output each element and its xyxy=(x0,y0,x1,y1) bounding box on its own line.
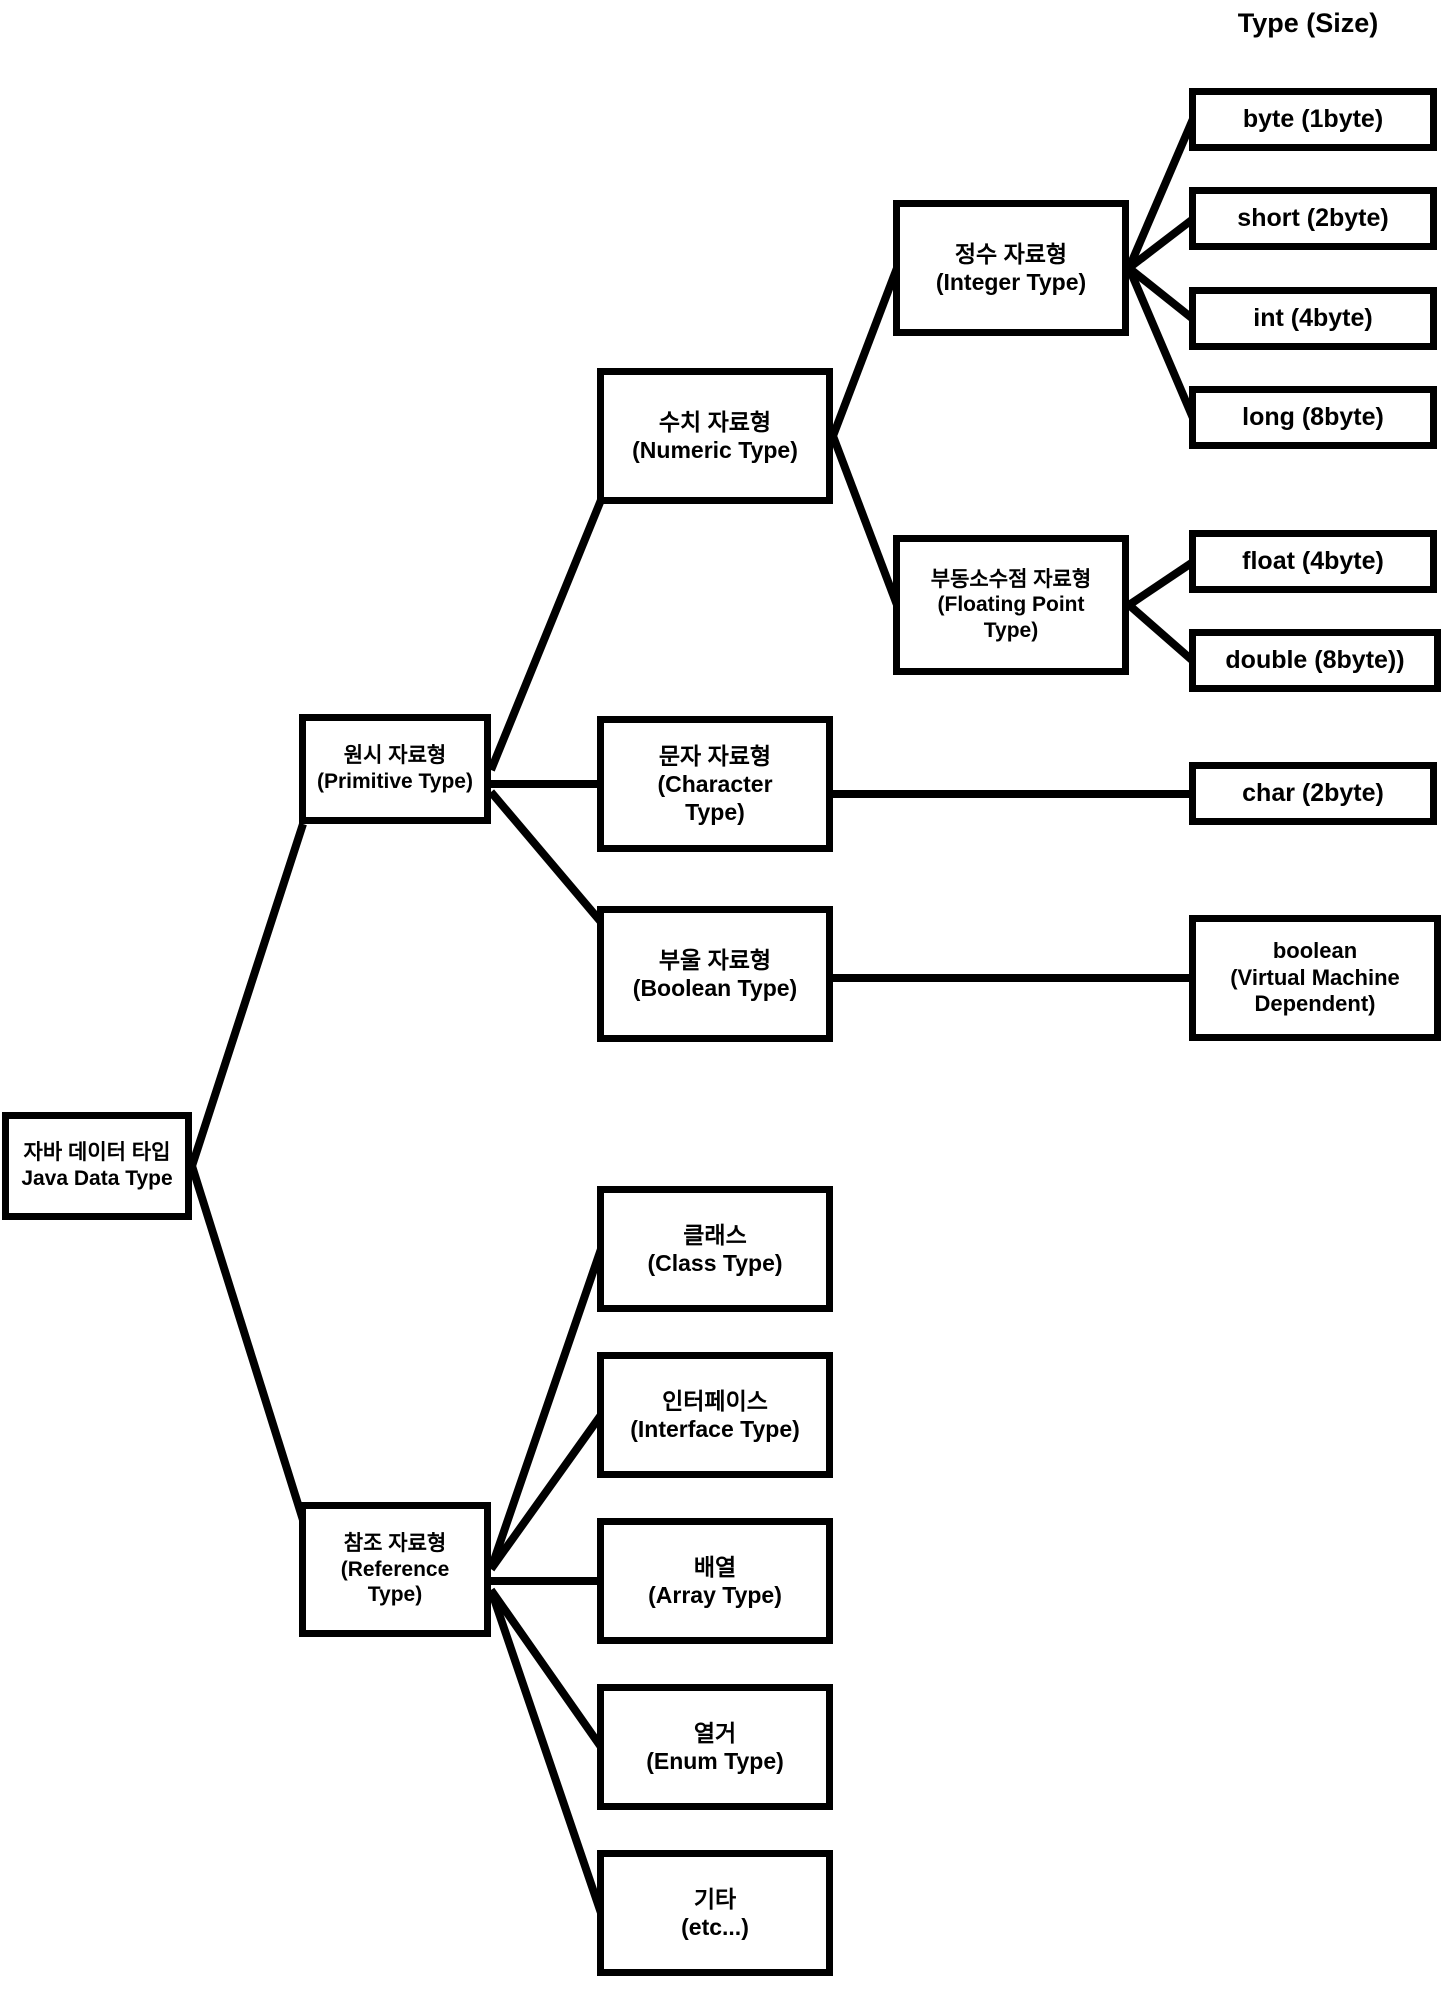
node-array-type[interactable]: 배열(Array Type) xyxy=(597,1518,833,1644)
node-label-line: (Character xyxy=(657,770,773,797)
edge-integer-to-long xyxy=(1125,266,1197,420)
node-label-line: 원시 자료형 xyxy=(343,744,447,768)
edge-floatingpoint-to-float xyxy=(1126,558,1196,609)
node-label-line: (Integer Type) xyxy=(935,269,1087,295)
node-label-line: Type) xyxy=(367,1583,423,1607)
edge-reference-to-interface xyxy=(487,1412,605,1572)
node-label-line: 부동소수점 자료형 xyxy=(930,567,1092,591)
node-label-line: 문자 자료형 xyxy=(658,742,772,769)
node-label-line: long (8byte) xyxy=(1242,403,1384,432)
edge-primitive-to-boolean xyxy=(487,789,605,925)
node-label-line: Type) xyxy=(983,618,1039,642)
node-label-line: Java Data Type xyxy=(21,1167,173,1190)
node-label-line: 인터페이스 xyxy=(662,1387,768,1414)
node-byte-type[interactable]: byte (1byte) xyxy=(1189,88,1437,151)
node-char-type[interactable]: char (2byte) xyxy=(1189,762,1437,825)
node-integer-type[interactable]: 정수 자료형(Integer Type) xyxy=(893,200,1129,336)
node-etc-type[interactable]: 기타(etc...) xyxy=(597,1850,833,1976)
node-label-line: (etc...) xyxy=(681,1914,749,1940)
node-class-type[interactable]: 클래스(Class Type) xyxy=(597,1186,833,1312)
node-label-line: Dependent) xyxy=(1254,991,1376,1017)
node-label-line: byte (1byte) xyxy=(1242,105,1384,134)
edge-primitive-to-numeric xyxy=(487,498,605,772)
edge-root-to-reference xyxy=(188,1164,307,1522)
column-header-type-size: Type (Size) xyxy=(1237,8,1379,38)
node-label-line: 정수 자료형 xyxy=(954,240,1068,267)
node-label-line: 배열 xyxy=(693,1553,737,1580)
node-label-line: float (4byte) xyxy=(1242,547,1384,576)
edge-reference-to-etc xyxy=(487,1588,605,1915)
node-label-line: Type) xyxy=(685,799,745,826)
node-label-line: int (4byte) xyxy=(1253,304,1373,333)
node-label-line: 기타 xyxy=(693,1885,737,1912)
edge-integer-to-short xyxy=(1126,215,1196,272)
edge-numeric-to-integer xyxy=(829,266,901,438)
node-label-line: (Numeric Type) xyxy=(632,437,798,463)
node-double-type[interactable]: double (8byte)) xyxy=(1189,629,1441,692)
node-label-line: (Primitive Type) xyxy=(317,770,473,793)
edge-reference-to-enum xyxy=(487,1587,605,1750)
node-label-line: (Array Type) xyxy=(648,1582,782,1608)
node-label-line: (Reference xyxy=(340,1557,450,1581)
node-label-line: short (2byte) xyxy=(1237,204,1389,233)
node-short-type[interactable]: short (2byte) xyxy=(1189,187,1437,250)
node-label-line: (Boolean Type) xyxy=(632,975,798,1001)
edge-root-to-primitive xyxy=(188,822,307,1168)
node-label-line: 자바 데이터 타입 xyxy=(23,1141,171,1165)
edge-floatingpoint-to-double xyxy=(1126,601,1196,665)
node-label-line: double (8byte)) xyxy=(1225,646,1405,675)
node-numeric-type[interactable]: 수치 자료형(Numeric Type) xyxy=(597,368,833,504)
node-label-line: 수치 자료형 xyxy=(658,408,772,435)
edge-reference-to-class xyxy=(487,1247,605,1571)
edge-integer-to-int xyxy=(1126,264,1196,323)
node-label-line: (Class Type) xyxy=(647,1250,783,1276)
node-label-line: (Enum Type) xyxy=(646,1748,784,1774)
node-label-line: (Interface Type) xyxy=(630,1416,800,1442)
node-label-line: (Virtual Machine xyxy=(1230,964,1400,990)
node-label-line: 클래스 xyxy=(683,1221,747,1248)
node-label-line: (Floating Point xyxy=(937,593,1085,617)
node-label-line: 부울 자료형 xyxy=(658,946,772,973)
node-label-line: 참조 자료형 xyxy=(343,1532,447,1556)
node-long-type[interactable]: long (8byte) xyxy=(1189,386,1437,449)
edge-integer-to-byte xyxy=(1125,117,1197,270)
node-boolean-type[interactable]: 부울 자료형(Boolean Type) xyxy=(597,906,833,1042)
node-float-type[interactable]: float (4byte) xyxy=(1189,530,1437,593)
node-interface-type[interactable]: 인터페이스(Interface Type) xyxy=(597,1352,833,1478)
node-label-line: boolean xyxy=(1272,937,1358,963)
node-label-line: char (2byte) xyxy=(1242,779,1384,808)
node-label-line: 열거 xyxy=(693,1719,737,1746)
edge-numeric-to-floatingpoint xyxy=(829,434,901,607)
node-int-type[interactable]: int (4byte) xyxy=(1189,287,1437,350)
node-enum-type[interactable]: 열거(Enum Type) xyxy=(597,1684,833,1810)
node-primitive-type[interactable]: 원시 자료형(Primitive Type) xyxy=(299,714,491,824)
